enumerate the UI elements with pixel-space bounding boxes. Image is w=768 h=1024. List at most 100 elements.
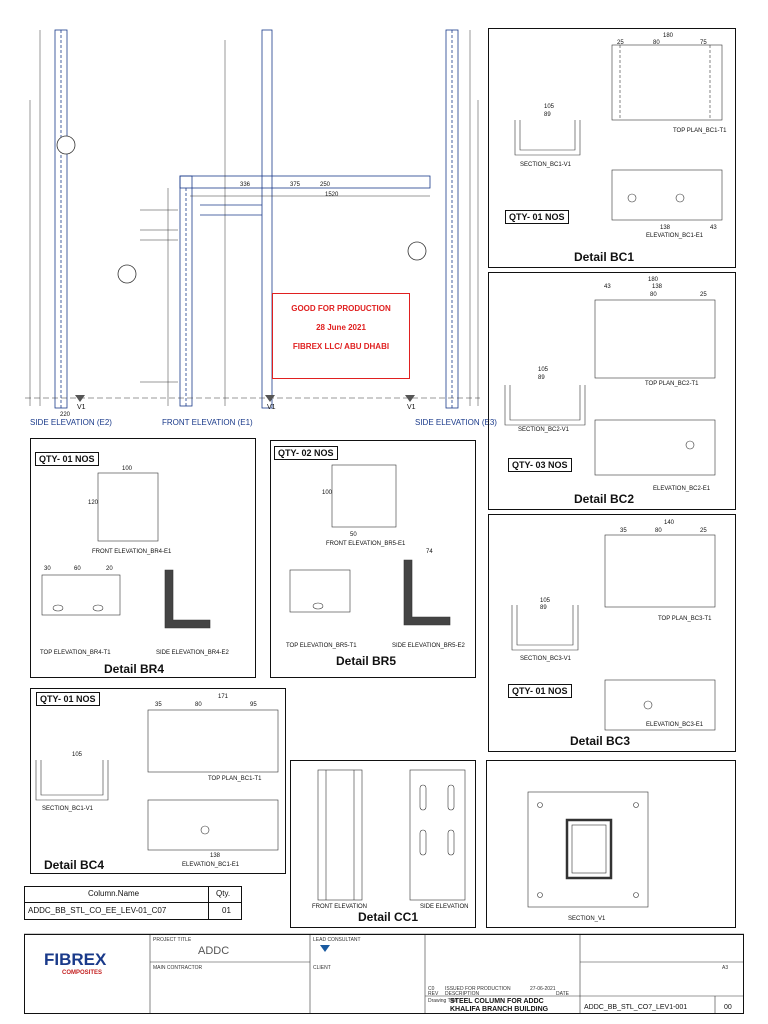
detail-bc2-elev-label: ELEVATION_BC2-E1 bbox=[653, 486, 711, 492]
detail-bc3-title: Detail BC3 bbox=[570, 734, 631, 748]
bc4-dim: 138 bbox=[210, 853, 221, 859]
detail-br5-panel bbox=[270, 440, 476, 678]
detail-bc4-section-label: SECTION_BC1-V1 bbox=[42, 806, 94, 812]
title-block bbox=[24, 934, 744, 1014]
bc4-dim: 35 bbox=[155, 702, 162, 708]
issued-code: C0 bbox=[428, 986, 435, 992]
detail-bc4-top-label: TOP PLAN_BC1-T1 bbox=[208, 776, 262, 782]
detail-br5-side-label: SIDE ELEVATION_BR5-E2 bbox=[392, 643, 465, 649]
issued-description: ISSUED FOR PRODUCTION bbox=[445, 986, 511, 992]
bc3-dim: 89 bbox=[540, 605, 547, 611]
production-stamp: GOOD FOR PRODUCTION 28 June 2021 FIBREX … bbox=[272, 293, 410, 379]
bc2-dim: 89 bbox=[538, 375, 545, 381]
detail-br5-drawing bbox=[289, 464, 451, 626]
bc1-dim: 138 bbox=[660, 225, 671, 231]
detail-bc4-elev-label: ELEVATION_BC1-E1 bbox=[182, 862, 240, 868]
client-label: CLIENT bbox=[313, 965, 331, 971]
description-label: DESCRIPTION bbox=[445, 991, 480, 997]
detail-cc1-title: Detail CC1 bbox=[358, 910, 419, 924]
bc2-dim: 25 bbox=[700, 292, 707, 298]
dim-column-220: 220 bbox=[60, 412, 71, 418]
company-logo: FIBREX bbox=[44, 950, 107, 969]
drawing-number: ADDC_BB_STL_CO7_LEV1-001 bbox=[584, 1004, 688, 1011]
detail-bc1-drawing bbox=[514, 44, 723, 221]
br5-dim: 50 bbox=[350, 532, 357, 538]
drawing-title-2: KHALIFA BRANCH BUILDING bbox=[450, 1006, 549, 1013]
bc3-dim: 25 bbox=[700, 528, 707, 534]
revision-number: 00 bbox=[724, 1004, 732, 1011]
column-table-divider bbox=[208, 886, 209, 920]
bc2-dim: 80 bbox=[650, 292, 657, 298]
bc4-dim: 95 bbox=[250, 702, 257, 708]
issued-date: 27-06-2021 bbox=[530, 986, 556, 992]
detail-br4-drawing bbox=[41, 472, 211, 629]
detail-cc1-drawing bbox=[317, 769, 466, 901]
detail-cc1-panel bbox=[290, 760, 476, 928]
detail-bc2-title: Detail BC2 bbox=[574, 492, 635, 506]
bc2-dim: 138 bbox=[652, 284, 663, 290]
dim-column-1520: 1520 bbox=[325, 192, 339, 198]
bc4-dim: 171 bbox=[218, 694, 229, 700]
br4-dim: 20 bbox=[106, 566, 113, 572]
bc3-dim: 80 bbox=[655, 528, 662, 534]
detail-bc4-drawing bbox=[35, 709, 279, 851]
sheet-size: A3 bbox=[722, 965, 729, 971]
bc1-dim: 105 bbox=[544, 104, 555, 110]
v1-marker: V1 bbox=[407, 404, 416, 411]
bc3-dim: 140 bbox=[664, 520, 675, 526]
front-elevation-e1-label: FRONT ELEVATION (E1) bbox=[162, 418, 253, 427]
detail-bc1-elev-label: ELEVATION_BC1-E1 bbox=[646, 233, 704, 239]
section-v1-label: SECTION_V1 bbox=[568, 916, 606, 922]
bc2-dim: 105 bbox=[538, 367, 549, 373]
detail-br4-panel bbox=[30, 438, 256, 678]
bc3-dim: 35 bbox=[620, 528, 627, 534]
column-table-divider bbox=[24, 902, 242, 903]
br5-dim: 74 bbox=[426, 549, 433, 555]
column-table-header-qty: Qty. bbox=[216, 889, 231, 898]
main-contractor-label: MAIN CONTRACTOR bbox=[153, 965, 203, 971]
drawing-title-1: STEEL COLUMN FOR ADDC bbox=[450, 998, 544, 1005]
br4-dim: 120 bbox=[88, 500, 99, 506]
detail-cc1-side-label: SIDE ELEVATION bbox=[420, 904, 469, 910]
detail-br5-top-label: TOP ELEVATION_BR5-T1 bbox=[286, 643, 357, 649]
br4-dim: 100 bbox=[122, 466, 133, 472]
column-table-qty: 01 bbox=[222, 906, 231, 915]
project-name: ADDC bbox=[198, 945, 230, 957]
detail-bc3-elev-label: ELEVATION_BC3-E1 bbox=[646, 722, 704, 728]
dim-column-336: 336 bbox=[240, 182, 251, 188]
section-v1-drawing bbox=[527, 791, 649, 908]
detail-bc1-qty: QTY- 01 NOS bbox=[505, 210, 569, 224]
dim-column-250: 250 bbox=[320, 182, 331, 188]
stamp-line-2: 28 June 2021 bbox=[316, 323, 366, 332]
detail-bc2-drawing bbox=[504, 299, 716, 476]
column-table-header-name: Column.Name bbox=[88, 889, 140, 898]
br5-dim: 100 bbox=[322, 490, 333, 496]
detail-br4-front-label: FRONT ELEVATION_BR4-E1 bbox=[92, 549, 172, 555]
detail-br5-title: Detail BR5 bbox=[336, 654, 397, 668]
detail-br4-side-label: SIDE ELEVATION_BR4-E2 bbox=[156, 650, 229, 656]
rev-label: REV bbox=[428, 991, 439, 997]
detail-bc1-title: Detail BC1 bbox=[574, 250, 635, 264]
bc1-dim: 89 bbox=[544, 112, 551, 118]
bc1-dim: 75 bbox=[700, 40, 707, 46]
br4-dim: 30 bbox=[44, 566, 51, 572]
side-elevation-e2-label: SIDE ELEVATION (E2) bbox=[30, 418, 112, 427]
v1-marker: V1 bbox=[77, 404, 86, 411]
bc3-dim: 105 bbox=[540, 598, 551, 604]
detail-bc3-top-label: TOP PLAN_BC3-T1 bbox=[658, 616, 712, 622]
detail-bc3-section-label: SECTION_BC3-V1 bbox=[520, 656, 572, 662]
detail-bc1-panel bbox=[488, 28, 736, 268]
drawing-title-label: Drawing Title bbox=[428, 998, 457, 1004]
detail-bc2-section-label: SECTION_BC2-V1 bbox=[518, 427, 570, 433]
side-elevation-e3-label: SIDE ELEVATION (E3) bbox=[415, 418, 497, 427]
dim-column-375: 375 bbox=[290, 182, 301, 188]
detail-bc4-qty: QTY- 01 NOS bbox=[36, 692, 100, 706]
company-logo-sub: COMPOSITES bbox=[62, 970, 103, 976]
date-label: DATE bbox=[556, 991, 569, 997]
column-table bbox=[24, 886, 242, 920]
detail-br5-front-label: FRONT ELEVATION_BR5-E1 bbox=[326, 541, 406, 547]
v1-marker: V1 bbox=[267, 404, 276, 411]
bc1-dim: 25 bbox=[617, 40, 624, 46]
bc4-dim: 105 bbox=[72, 752, 83, 758]
stamp-line-1: GOOD FOR PRODUCTION bbox=[291, 304, 391, 313]
